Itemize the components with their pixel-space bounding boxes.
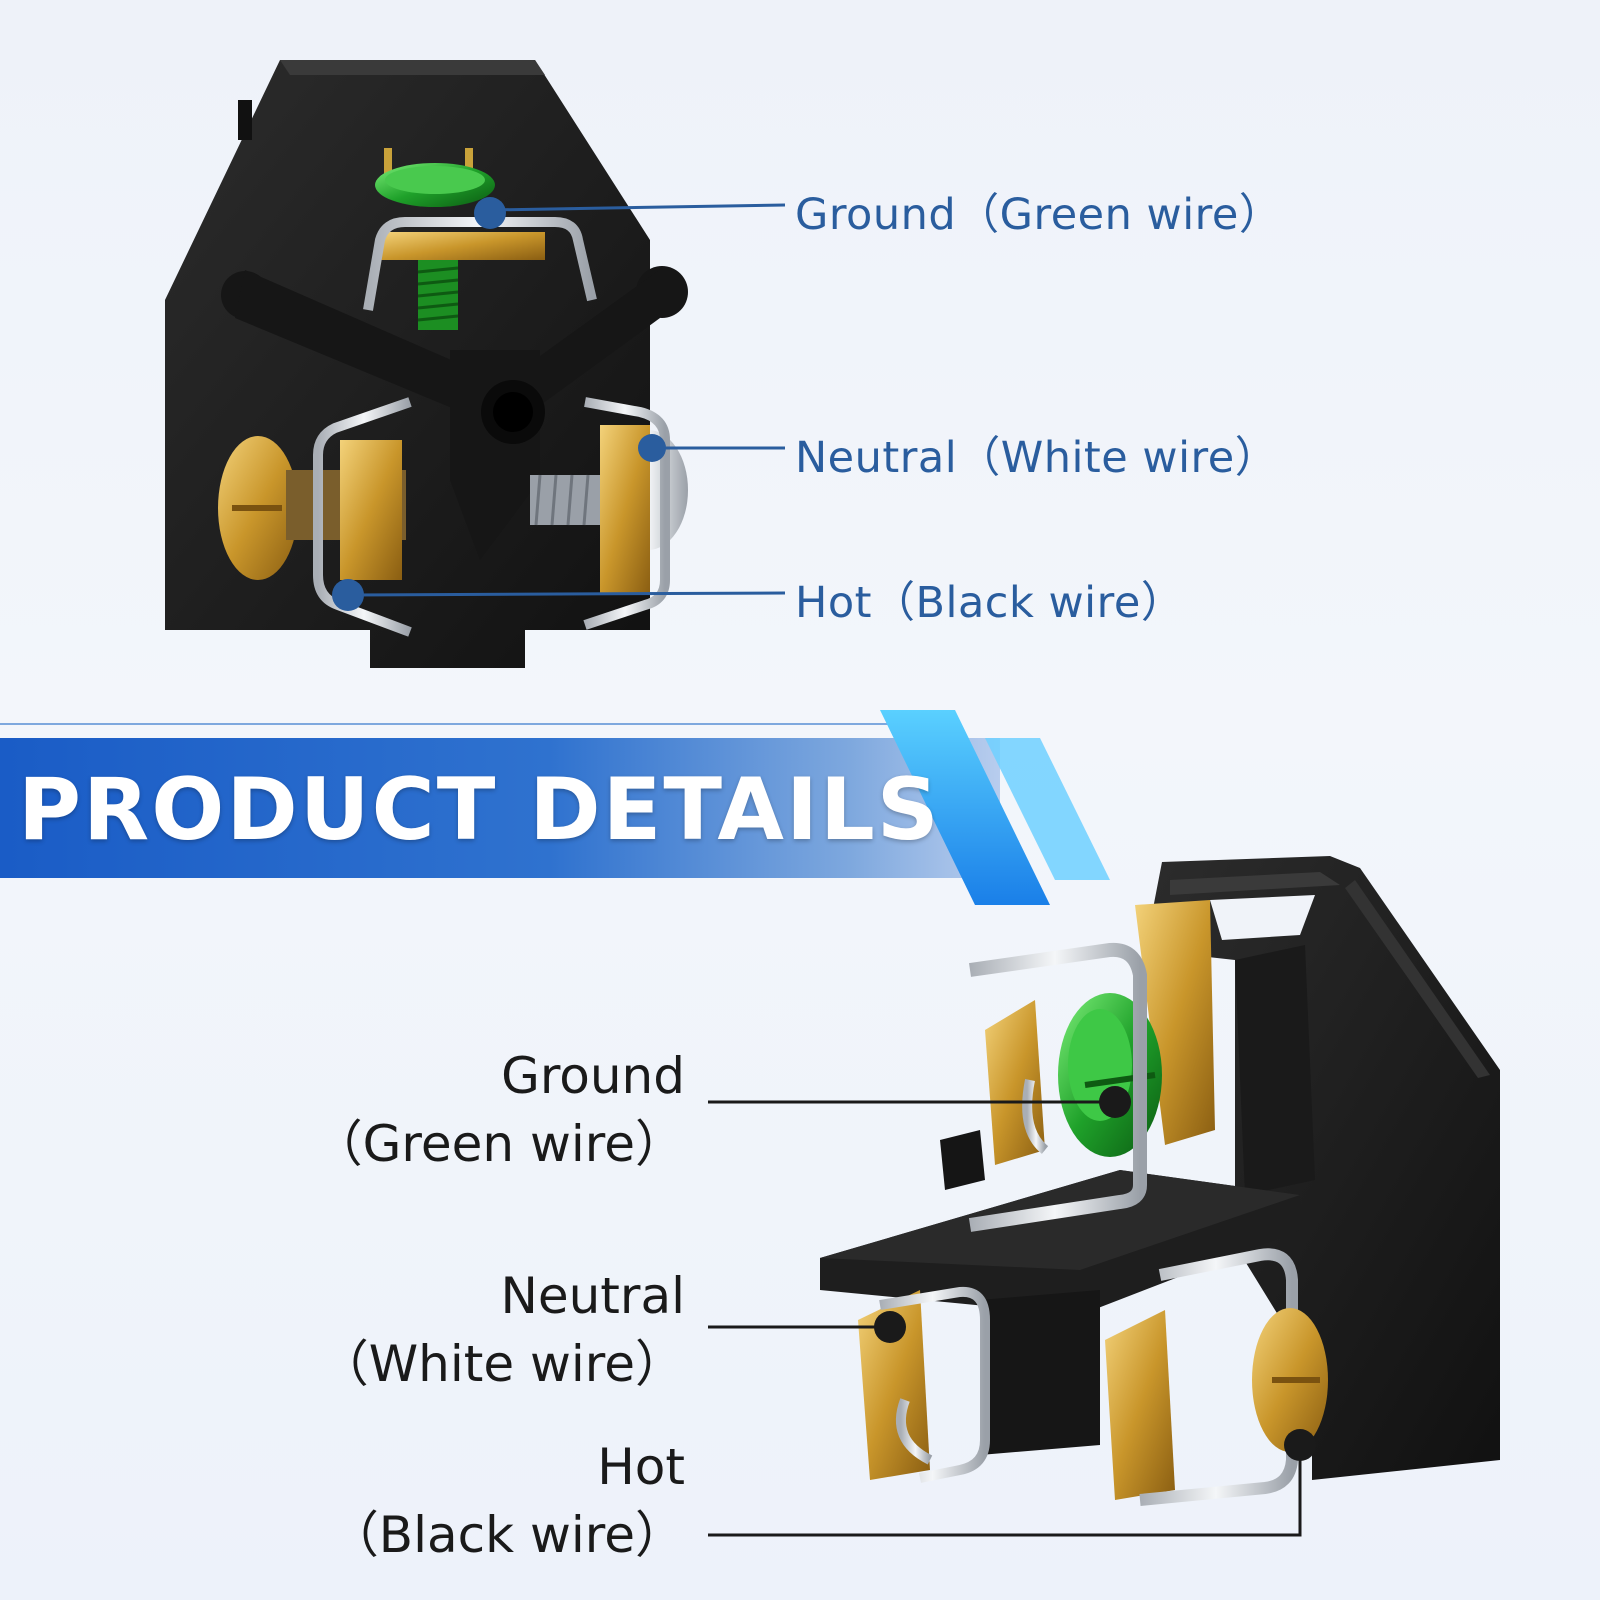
bottom-neutral-label: Neutral （White wire） xyxy=(319,1262,685,1398)
top-neutral-label: Neutral（White wire） xyxy=(795,433,1279,483)
bottom-plug-housing xyxy=(1145,856,1500,1480)
top-ground-screw xyxy=(363,148,597,330)
banner-slash-left xyxy=(880,710,1050,905)
bottom-hot-leader xyxy=(708,1445,1302,1537)
bottom-hot-label: Hot （Black wire） xyxy=(329,1433,685,1569)
bottom-ground-label: Ground （Green wire） xyxy=(313,1042,685,1178)
bottom-ground-label-line1: Ground xyxy=(501,1047,685,1105)
top-neutral-marker xyxy=(638,434,666,462)
top-hot-leader xyxy=(347,591,786,597)
banner-slash-right xyxy=(985,738,1110,880)
top-ground-label: Ground（Green wire） xyxy=(795,190,1283,240)
top-hot-marker xyxy=(332,579,364,611)
bottom-ground-marker xyxy=(1099,1086,1131,1118)
bottom-plug-illustration xyxy=(708,856,1500,1537)
bottom-ground-terminal xyxy=(968,900,1215,1232)
bottom-neutral-terminal xyxy=(858,1286,990,1483)
bottom-ground-label-line2: （Green wire） xyxy=(312,1115,685,1173)
banner-bar xyxy=(0,738,1000,878)
top-plug-illustration xyxy=(165,60,786,668)
top-neutral-terminal xyxy=(530,397,688,630)
banner-title: PRODUCT DETAILS xyxy=(18,760,941,860)
product-details-banner xyxy=(0,710,1110,905)
bottom-hot-label-line2: （Black wire） xyxy=(328,1506,685,1564)
top-ground-leader xyxy=(489,203,786,212)
top-hot-terminal xyxy=(218,397,412,637)
top-ground-marker xyxy=(474,197,506,229)
bottom-hot-terminal xyxy=(1105,1248,1328,1506)
top-hot-label: Hot（Black wire） xyxy=(795,578,1185,628)
bottom-neutral-marker xyxy=(874,1311,906,1343)
bottom-hot-marker xyxy=(1284,1429,1316,1461)
bottom-hot-label-line1: Hot xyxy=(597,1438,685,1496)
bottom-neutral-label-line2: （White wire） xyxy=(318,1335,685,1393)
bottom-neutral-label-line1: Neutral xyxy=(500,1267,685,1325)
